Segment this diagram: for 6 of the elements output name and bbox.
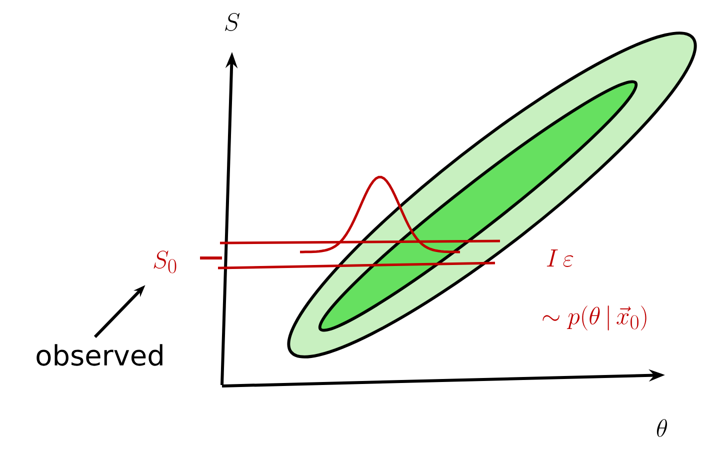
math-label: $\theta$ [656, 419, 667, 437]
annotation-text: observed [36, 344, 162, 366]
math-label: $S_0$ [154, 250, 176, 274]
math-label: $\sim p(\theta\,|\,\vec{x}_0)$ [542, 306, 646, 330]
math-label: $I\,\varepsilon$ [546, 250, 574, 267]
math-label: $S$ [225, 12, 240, 31]
